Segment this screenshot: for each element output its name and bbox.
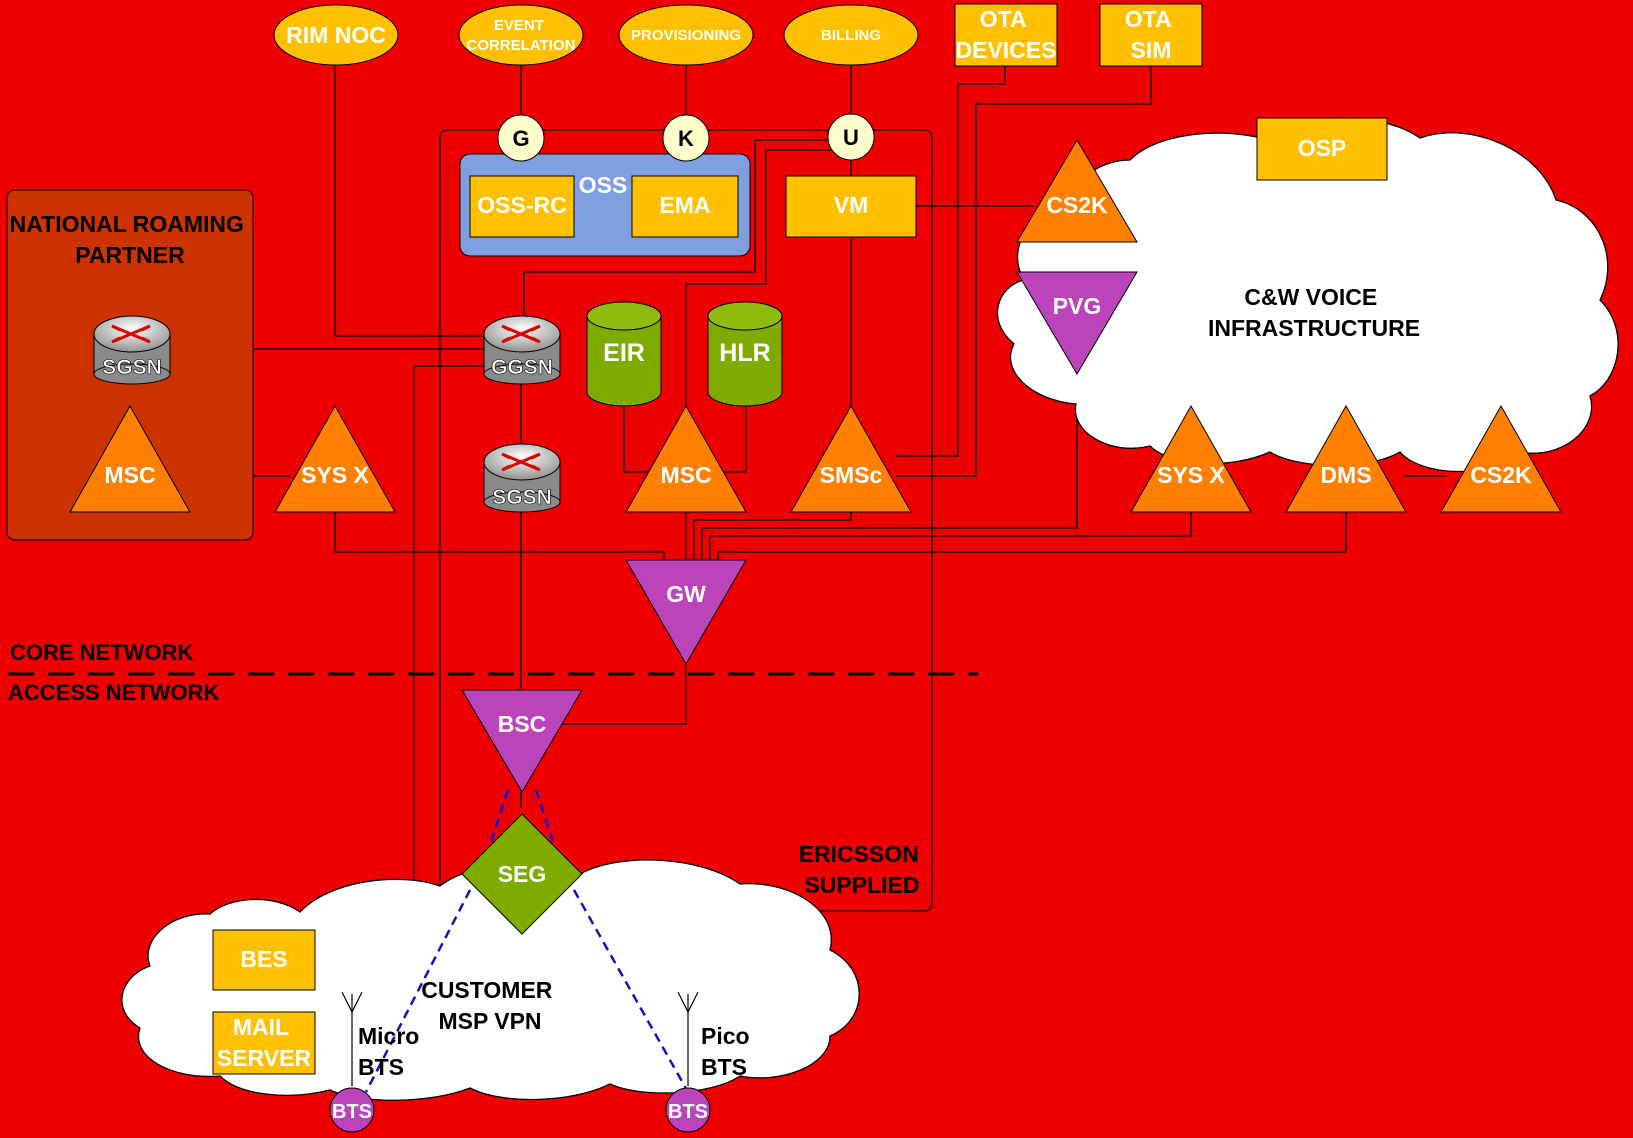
ericsson-supplied-label: ERICSSON SUPPLIED	[799, 841, 926, 898]
ota-devices-box[interactable]: OTA DEVICES	[954, 3, 1058, 67]
voice-cloud-label: C&W VOICE INFRASTRUCTURE	[1208, 284, 1420, 341]
ema-label: EMA	[659, 192, 710, 218]
provisioning-label: PROVISIONING	[631, 27, 741, 44]
micro-bts-label: Micro BTS	[358, 1023, 426, 1080]
voice-sys-x-triangle[interactable]: SYS X	[1130, 404, 1252, 513]
ota-sim-label: OTA SIM	[1125, 6, 1177, 63]
dms-triangle[interactable]: DMS	[1285, 404, 1407, 513]
bts-left-circle[interactable]: BTS	[329, 1087, 375, 1133]
interface-g-label: G	[512, 126, 529, 151]
eir-label: EIR	[603, 339, 645, 367]
ggsn-router-icon[interactable]: GGSN	[483, 315, 561, 385]
bts-left-label: BTS	[332, 1101, 372, 1123]
interface-u-circle[interactable]: U	[827, 113, 875, 161]
interface-k-label: K	[678, 126, 694, 151]
eir-cylinder[interactable]: EIR	[586, 301, 662, 407]
smsc-label: SMSc	[820, 462, 883, 488]
event-correlation-ellipse[interactable]: EVENT CORRELATION	[458, 4, 584, 66]
radio-links	[364, 789, 690, 1093]
oss-rc-label: OSS-RC	[477, 192, 566, 218]
rim-noc-label: RIM NOC	[286, 22, 386, 48]
billing-label: BILLING	[821, 27, 881, 44]
oss-title: OSS	[579, 172, 628, 198]
pvg-label: PVG	[1053, 293, 1102, 319]
dms-label: DMS	[1320, 462, 1371, 488]
voice-sys-x-label: SYS X	[1157, 462, 1225, 488]
billing-ellipse[interactable]: BILLING	[783, 4, 919, 66]
mail-server-box[interactable]: MAIL SERVER	[212, 1011, 316, 1075]
seg-diamond[interactable]: SEG	[461, 813, 583, 935]
core-sys-x-label: SYS X	[301, 462, 369, 488]
cs2k-top-triangle[interactable]: CS2K	[1016, 139, 1138, 243]
core-sgsn-router-icon[interactable]: SGSN	[483, 443, 561, 513]
partner-sgsn-router-icon[interactable]: SGSN	[93, 315, 171, 385]
oss-rc-box[interactable]: OSS-RC	[469, 175, 575, 238]
provisioning-ellipse[interactable]: PROVISIONING	[618, 4, 754, 66]
gw-label: GW	[666, 581, 706, 607]
osp-label: OSP	[1298, 135, 1347, 161]
ota-sim-box[interactable]: OTA SIM	[1099, 3, 1203, 67]
ema-box[interactable]: EMA	[631, 175, 739, 238]
pvg-inverted-triangle[interactable]: PVG	[1016, 271, 1138, 375]
partner-title: NATIONAL ROAMING PARTNER	[10, 211, 251, 268]
access-network-label: ACCESS NETWORK	[8, 680, 220, 705]
bes-box[interactable]: BES	[212, 929, 316, 991]
core-msc-label: MSC	[660, 462, 711, 488]
core-sgsn-label: SGSN	[492, 486, 552, 509]
partner-msc-triangle[interactable]: MSC	[69, 404, 191, 513]
event-correlation-label: EVENT CORRELATION	[467, 17, 576, 54]
core-msc-triangle[interactable]: MSC	[625, 404, 747, 513]
bsc-label: BSC	[498, 711, 547, 737]
rim-noc-ellipse[interactable]: RIM NOC	[273, 4, 399, 66]
connection-lines	[170, 62, 1446, 1084]
bes-label: BES	[240, 946, 287, 972]
seg-label: SEG	[498, 861, 547, 887]
bsc-inverted-triangle[interactable]: BSC	[461, 689, 583, 793]
gw-inverted-triangle[interactable]: GW	[625, 559, 747, 666]
customer-cloud-label: CUSTOMER MSP VPN	[421, 977, 559, 1034]
micro-bts-antenna-icon	[341, 991, 363, 1086]
vm-box[interactable]: VM	[785, 175, 917, 238]
smsc-triangle[interactable]: SMSc	[790, 404, 912, 513]
bts-right-circle[interactable]: BTS	[665, 1087, 711, 1133]
bts-right-label: BTS	[668, 1101, 708, 1123]
cs2k-bottom-triangle[interactable]: CS2K	[1440, 404, 1562, 513]
ggsn-label: GGSN	[491, 356, 553, 379]
cs2k-top-label: CS2K	[1046, 192, 1108, 218]
cs2k-bottom-label: CS2K	[1470, 462, 1532, 488]
core-network-label: CORE NETWORK	[10, 640, 193, 665]
interface-k-circle[interactable]: K	[662, 114, 710, 162]
voice-infrastructure-cloud	[996, 117, 1619, 473]
interface-g-circle[interactable]: G	[497, 114, 545, 162]
mail-server-label: MAIL SERVER	[217, 1014, 312, 1071]
interface-u-label: U	[843, 125, 859, 150]
hlr-cylinder[interactable]: HLR	[707, 301, 783, 407]
partner-msc-label: MSC	[104, 462, 155, 488]
ota-devices-label: OTA DEVICES	[956, 6, 1057, 63]
hlr-label: HLR	[719, 339, 770, 367]
pico-bts-label: Pico BTS	[701, 1023, 756, 1080]
vm-label: VM	[834, 192, 869, 218]
partner-sgsn-label: SGSN	[102, 356, 162, 379]
pico-bts-antenna-icon	[677, 991, 699, 1086]
core-sys-x-triangle[interactable]: SYS X	[274, 404, 396, 513]
osp-box[interactable]: OSP	[1256, 117, 1388, 181]
